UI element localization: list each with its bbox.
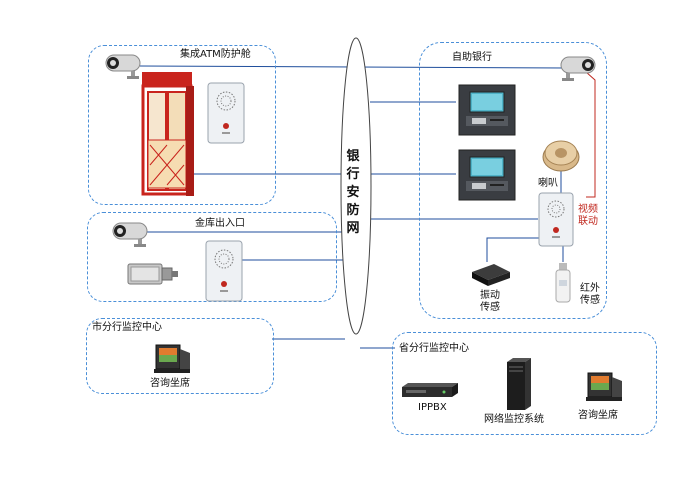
- vibration-sensor-label: 振动传感: [480, 290, 500, 313]
- camera-icon: [112, 222, 148, 247]
- electric-lock-icon: [127, 263, 178, 285]
- zone-province-center: [392, 332, 657, 435]
- speaker-icon: [542, 140, 580, 172]
- camera-icon: [560, 56, 596, 81]
- intercom-icon: [207, 82, 245, 144]
- consult-seat-label: 咨询坐席: [578, 410, 618, 421]
- video-phone-icon: [154, 344, 190, 373]
- ippbx-label: IPPBX: [418, 402, 447, 413]
- zone-city-center: [86, 318, 274, 394]
- ippbx-server-icon: [402, 383, 458, 397]
- video-phone-icon: [586, 372, 622, 401]
- link-vibration-sensor: [486, 237, 540, 262]
- zone-title-city-center: 市分行监控中心: [92, 322, 162, 333]
- atm-booth-icon: [141, 72, 194, 196]
- speaker-label: 喇叭: [538, 178, 558, 189]
- backbone-label: 银行安防网: [346, 149, 360, 236]
- infrared-sensor-label: 红外传感: [580, 283, 600, 306]
- video-link-label: 视频联动: [578, 204, 598, 227]
- zone-atm-booth: [88, 45, 276, 205]
- zone-self-bank: [419, 42, 607, 319]
- intercom-icon: [538, 192, 574, 247]
- consult-seat-label: 咨询坐席: [150, 378, 190, 389]
- zone-title-self-bank: 自助银行: [452, 52, 492, 63]
- zone-title-atm-booth: 集成ATM防护舱: [180, 49, 251, 60]
- monitoring-system-label: 网络监控系统: [484, 414, 544, 425]
- infrared-sensor-icon: [555, 263, 571, 303]
- zone-title-vault: 金库出入口: [195, 218, 245, 229]
- atm-machine-icon: [458, 149, 516, 201]
- zone-title-province-center: 省分行监控中心: [399, 343, 469, 354]
- vibration-sensor-icon: [472, 264, 510, 286]
- camera-icon: [105, 54, 141, 79]
- intercom-icon: [205, 240, 243, 302]
- monitoring-system-icon: [507, 358, 531, 410]
- backbone-network: [340, 37, 372, 335]
- video-link-line: [585, 71, 596, 198]
- atm-machine-icon: [458, 84, 516, 136]
